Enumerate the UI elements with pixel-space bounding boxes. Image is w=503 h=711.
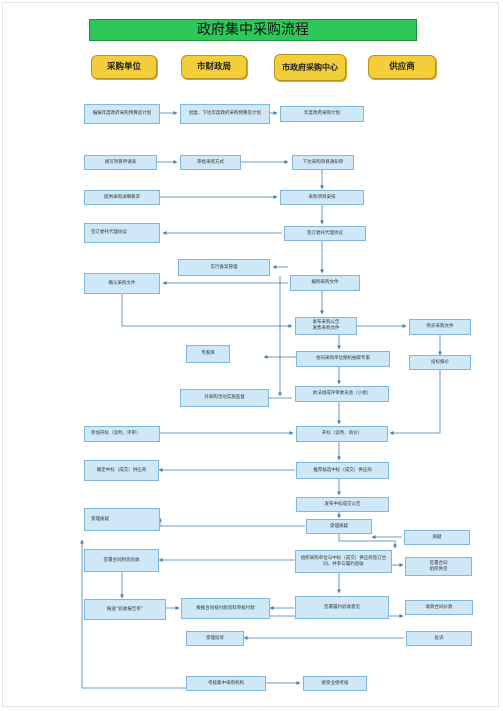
node-draw-experts: 会同采购单位随机抽取专家 [296, 351, 390, 367]
node-organize-contract: 组织采购单位与中标（成交）供应商签订合同、并参与履约验收 [295, 550, 392, 573]
node-filing-management: 实行备案管理 [178, 259, 270, 276]
node-open-bids: 开标（谈判、询价） [296, 426, 388, 442]
node-attend-opening: 参加开标（谈判、评审） [84, 426, 160, 442]
node-annual-plan: 年度政府采购计划 [280, 106, 364, 122]
node-handle-complaint: 受理投诉 [186, 631, 244, 646]
page-border [2, 2, 499, 707]
node-approve-method: 审批采购方式 [180, 155, 241, 170]
node-accept-evaluation: 接受业绩考核 [303, 676, 367, 691]
header-procurement-center: 市政府采购中心 [274, 54, 346, 81]
node-prepare-budget-plan: 编报年度政府采购预算后计划 [84, 104, 160, 124]
header-purchaser: 采购单位 [91, 55, 157, 79]
node-supervise-activities: 对采购活动实施监督 [180, 389, 269, 407]
node-publish-award: 发布中标成交公告 [296, 497, 389, 512]
node-recommend-candidates: 推荐候选中标（成交）供应商 [296, 462, 389, 479]
node-handle-challenge-center: 受理质疑 [306, 519, 372, 534]
node-sign-and-supply: 签署合同 组织供货 [405, 557, 472, 576]
node-complaint: 投诉 [406, 631, 472, 646]
node-arrange-project: 采购项目安排 [280, 190, 364, 205]
node-form-committee: 依法组成评审委员会（小组） [295, 386, 389, 402]
node-handle-challenge-purchaser: 受理质疑 [84, 508, 160, 531]
node-sign-contract-acceptance: 签署合同附资验收 [84, 549, 159, 572]
node-submit-acceptance-report: 报送“验收报告单” [84, 599, 166, 620]
header-finance: 市财政局 [181, 55, 247, 79]
node-challenge: 质疑 [404, 530, 470, 545]
node-buy-documents: 购买采购文件 [409, 319, 471, 335]
header-supplier: 供应商 [368, 55, 436, 79]
page-title: 政府集中采购流程 [89, 19, 417, 41]
node-sign-agency-agreement-purchaser: 签订委托代理协议 [84, 223, 160, 243]
node-approve-budget: 批复、下达年度政府采购预算及计划 [180, 104, 270, 124]
node-prepare-documents: 编制采购文件 [290, 275, 360, 291]
arrow [338, 534, 397, 549]
node-review-payment: 根据合同核付款资料审核付款 [181, 598, 270, 619]
arrow [121, 294, 293, 328]
node-provide-requirements: 提供采购详细要求 [84, 190, 160, 205]
arrow [389, 370, 441, 435]
node-sign-agency-agreement-center: 签订委托代理协议 [284, 226, 366, 241]
node-issue-notice: 下达采购项目通知单 [292, 155, 354, 170]
node-confirm-documents: 确认采购文件 [84, 273, 160, 294]
arrow [158, 517, 305, 527]
node-bid-quote: 投标报价 [409, 355, 471, 370]
node-fill-application: 填写项目申请表 [84, 155, 157, 170]
node-determine-winner: 确定中标（成交）供应商 [84, 460, 159, 481]
node-expert-pool: 专家库 [186, 345, 230, 363]
node-receive-payment: 收款合同价款 [405, 600, 473, 615]
node-acceptance-opinion: 签署履约验收意见 [295, 596, 389, 619]
node-publish-announcement: 发布采购公告 发售采购文件 [295, 317, 357, 335]
node-evaluate-agency: 考核集中采购机构 [186, 676, 266, 691]
